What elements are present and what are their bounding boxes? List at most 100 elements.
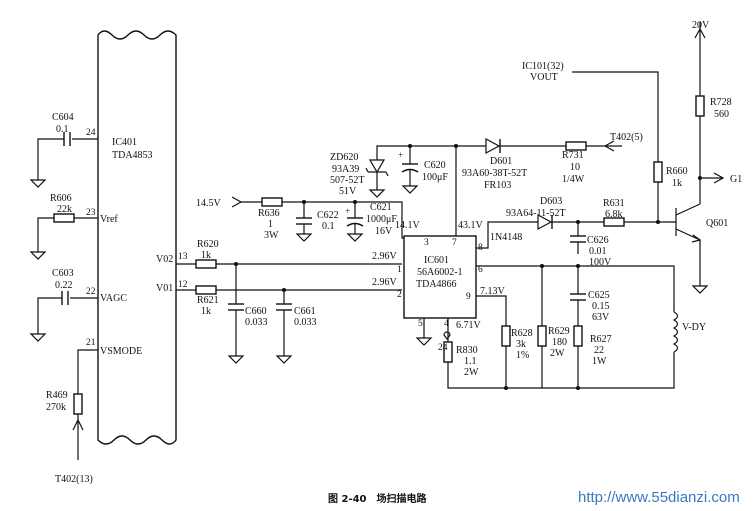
zd620-ref: ZD620 bbox=[330, 152, 358, 163]
c661-val: 0.033 bbox=[294, 317, 317, 328]
c621-plus: + bbox=[345, 207, 350, 217]
r636-ref: R636 bbox=[258, 208, 280, 219]
c626-ref: C626 bbox=[587, 235, 609, 246]
v-2-96b: 2.96V bbox=[372, 277, 398, 288]
ic601-pin6: 6 bbox=[478, 265, 483, 275]
ic401-body bbox=[97, 30, 177, 445]
r627-pwr: 1W bbox=[592, 356, 607, 367]
r628-ref: R628 bbox=[511, 328, 533, 339]
r636-pwr: 3W bbox=[264, 230, 279, 241]
pin-21: 21 bbox=[86, 338, 96, 348]
ic601-pin1: 1 bbox=[397, 265, 402, 275]
r469-ref: R469 bbox=[46, 390, 68, 401]
r621-ref: R621 bbox=[197, 295, 219, 306]
ic601-part2: TDA4866 bbox=[416, 279, 457, 290]
d601-part: 93A60-38T-52T bbox=[462, 168, 527, 179]
r629-pwr: 2W bbox=[550, 348, 565, 359]
v-43-1: 43.1V bbox=[458, 220, 484, 231]
v-2-96a: 2.96V bbox=[372, 251, 398, 262]
r620-val: 1k bbox=[201, 250, 211, 261]
pin-vo1: V01 bbox=[156, 283, 173, 294]
figure-caption: 图 2-40 场扫描电路 bbox=[328, 492, 428, 505]
pin-vsmode: VSMODE bbox=[100, 346, 142, 357]
c622-ref: C622 bbox=[317, 210, 339, 221]
r620-ref: R620 bbox=[197, 239, 219, 250]
ic401-part: TDA4853 bbox=[112, 150, 153, 161]
pin-24b: 24 bbox=[438, 343, 448, 353]
watermark: http://www.55dianzi.com bbox=[578, 489, 740, 506]
v-6-71: 6.71V bbox=[456, 320, 482, 331]
v-20: 20V bbox=[692, 20, 710, 31]
c620-val: 100μF bbox=[422, 172, 448, 183]
zd620-p1: 93A39 bbox=[332, 164, 359, 175]
c620-ref: C620 bbox=[424, 160, 446, 171]
r731-pwr: 1/4W bbox=[562, 174, 585, 185]
r606-ref: R606 bbox=[50, 193, 72, 204]
r627-ref: R627 bbox=[590, 334, 612, 345]
pin-13: 13 bbox=[178, 252, 188, 262]
r628-val: 3k bbox=[516, 339, 526, 350]
ic601-ref: IC601 bbox=[424, 255, 449, 266]
pin-12: 12 bbox=[178, 280, 188, 290]
r728-ref: R728 bbox=[710, 97, 732, 108]
ic601-part: 56A6002-1 bbox=[417, 267, 463, 278]
r830-pwr: 2W bbox=[464, 367, 479, 378]
ic101-label: IC101(32) bbox=[522, 61, 564, 72]
r621-val: 1k bbox=[201, 306, 211, 317]
r629-val: 180 bbox=[552, 337, 567, 348]
r660-val: 1k bbox=[672, 178, 682, 189]
pin-22: 22 bbox=[86, 287, 96, 297]
ic601-body bbox=[403, 235, 477, 319]
c604-ref: C604 bbox=[52, 112, 74, 123]
c604-val: 0.1 bbox=[56, 124, 69, 135]
t402-13-label: T402(13) bbox=[55, 474, 93, 485]
ic601-pin4: 4 bbox=[444, 319, 449, 329]
pin-vo2: V02 bbox=[156, 254, 173, 265]
vdy-label: V-DY bbox=[682, 322, 706, 333]
c603-val: 0.22 bbox=[55, 280, 73, 291]
ic601-pin7: 7 bbox=[452, 238, 457, 248]
d603-part: 93A64-11-52T bbox=[506, 208, 566, 219]
c625-val: 0.15 bbox=[592, 301, 610, 312]
q601-label: Q601 bbox=[706, 218, 728, 229]
c621-val: 1000μF bbox=[366, 214, 397, 225]
pin-24: 24 bbox=[86, 128, 96, 138]
c625-volt: 63V bbox=[592, 312, 610, 323]
pin-vref: Vref bbox=[100, 214, 118, 225]
zd620-volt: 51V bbox=[339, 186, 357, 197]
c603-ref: C603 bbox=[52, 268, 74, 279]
r469-val: 270k bbox=[46, 402, 66, 413]
pin-23: 23 bbox=[86, 208, 96, 218]
ic401-ref: IC401 bbox=[112, 137, 137, 148]
r631-val: 6.8k bbox=[605, 209, 623, 220]
d601-sub: FR103 bbox=[484, 180, 511, 191]
r728-val: 560 bbox=[714, 109, 729, 120]
c660-val: 0.033 bbox=[245, 317, 268, 328]
ic601-pin3: 3 bbox=[424, 238, 429, 248]
v-7-13: 7.13V bbox=[480, 286, 506, 297]
r627-val: 22 bbox=[594, 345, 604, 356]
c621-ref: C621 bbox=[370, 202, 392, 213]
c625-ref: C625 bbox=[588, 290, 610, 301]
c620-plus: + bbox=[398, 151, 403, 161]
v-14-5: 14.5V bbox=[196, 198, 222, 209]
r731-val: 10 bbox=[570, 162, 580, 173]
d603-ref: D603 bbox=[540, 196, 562, 207]
r628-tol: 1% bbox=[516, 350, 529, 361]
ic601-pin5: 5 bbox=[418, 319, 423, 329]
pin-vagc: VAGC bbox=[100, 293, 127, 304]
vout-label: VOUT bbox=[530, 72, 558, 83]
r636-val: 1 bbox=[268, 219, 273, 230]
c661-ref: C661 bbox=[294, 306, 316, 317]
c626-volt: 100V bbox=[589, 257, 612, 268]
t402-5-label: T402(5) bbox=[610, 132, 643, 143]
d603-sub: 1N4148 bbox=[490, 232, 522, 243]
r631-ref: R631 bbox=[603, 198, 625, 209]
c660-ref: C660 bbox=[245, 306, 267, 317]
g1-label: G1 bbox=[730, 174, 742, 185]
ic601-pin2: 2 bbox=[397, 290, 402, 300]
r629-ref: R629 bbox=[548, 326, 570, 337]
v-14-1: 14.1V bbox=[395, 220, 421, 231]
